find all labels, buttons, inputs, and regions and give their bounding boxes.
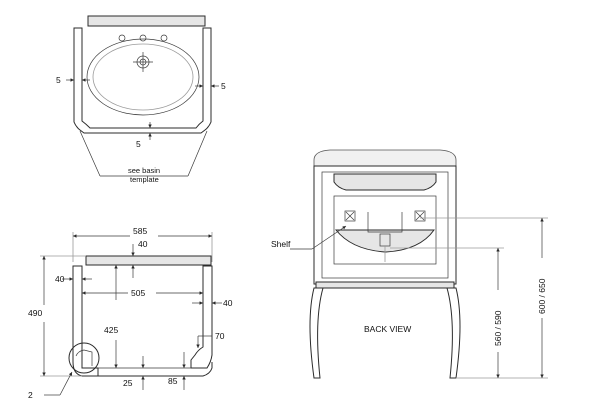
top-slab (87, 15, 206, 27)
dim-shelf-depth: 70 (215, 331, 225, 341)
front-leg-left (72, 265, 99, 377)
leader-left (79, 130, 101, 177)
dim-side-gap-right: 5 (221, 81, 226, 91)
dim-side-gap-left: 5 (56, 75, 61, 85)
back-cabinet-inner (321, 171, 449, 279)
back-bowl-underside (334, 229, 435, 253)
tap-hole-centre (139, 34, 147, 42)
dim-inner-width: 505 (131, 288, 145, 298)
front-view: 585 40 40 505 40 490 425 70 (28, 226, 233, 400)
back-leg-left (309, 287, 324, 379)
front-top-slab (85, 255, 212, 266)
detail-circle (68, 342, 100, 374)
back-basin-top (313, 149, 457, 167)
top-view: 5 5 5 see basin template (56, 15, 226, 184)
frame-outline (73, 27, 212, 134)
leader-right (187, 130, 208, 177)
dim-shelf-offset: 85 (168, 376, 178, 386)
tap-hole-left (118, 34, 126, 42)
dim-front-gap: 5 (136, 139, 141, 149)
basin-bowl (86, 38, 200, 116)
back-cabinet-base (315, 281, 455, 289)
dim-rail-height: 25 (123, 378, 133, 388)
dim-leg-width-right: 40 (223, 298, 233, 308)
back-basin-bowl (333, 173, 437, 191)
dim-overall-width: 585 (133, 226, 147, 236)
back-view: Shelf BACK VIEW 560 / 590 600 / 650 (271, 149, 548, 379)
note-line-2: template (130, 175, 159, 184)
dim-inner-height: 425 (104, 325, 118, 335)
back-panel (333, 195, 437, 265)
front-bottom-rail (97, 362, 213, 377)
dim-foot-radius: 2 (28, 390, 33, 400)
front-leg-right (190, 265, 213, 369)
back-view-label: BACK VIEW (364, 324, 411, 334)
dim-leg-width-left: 40 (55, 274, 65, 284)
note-line-1: see basin (128, 166, 160, 175)
tap-hole-right (160, 34, 168, 42)
bolt-right (414, 210, 426, 222)
basin-inner-rim (92, 43, 194, 111)
dim-overall-height: 490 (28, 308, 42, 318)
back-leg-right (446, 287, 461, 379)
shelf-label: Shelf (271, 239, 291, 249)
waste-pipe (367, 212, 403, 233)
dim-height-total: 600 / 650 (537, 278, 547, 314)
bolt-left (344, 210, 356, 222)
dim-top-thickness: 40 (138, 239, 148, 249)
dim-height-shelf: 560 / 590 (493, 310, 503, 346)
